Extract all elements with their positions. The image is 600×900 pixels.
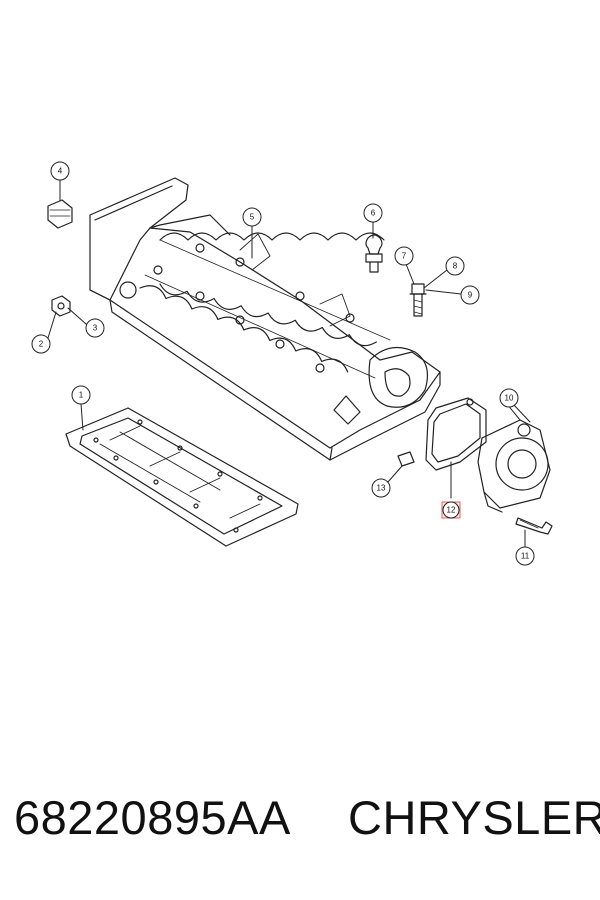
svg-text:6: 6 [371, 209, 376, 218]
callout-13: 13 [371, 478, 391, 498]
callout-10: 10 [499, 388, 519, 408]
callout-6: 6 [363, 203, 383, 223]
callout-1: 1 [71, 385, 91, 405]
callout-5: 5 [242, 207, 262, 227]
callout-9: 9 [460, 285, 480, 305]
svg-text:1: 1 [79, 391, 84, 400]
callout-12: 12 [441, 501, 461, 519]
pump-bolt [515, 517, 553, 535]
svg-text:12: 12 [447, 506, 456, 515]
svg-text:2: 2 [39, 340, 44, 349]
svg-text:3: 3 [93, 324, 98, 333]
callout-7: 7 [394, 246, 414, 266]
brand-name: CHRYSLER [348, 791, 600, 844]
svg-text:11: 11 [521, 552, 530, 561]
leader-lines [47, 179, 531, 547]
pump-gasket [425, 397, 487, 471]
callouts: 4 5 6 7 8 9 2 3 1 10 13 12 11 [31, 161, 535, 566]
cap-part [47, 199, 73, 229]
callout-11: 11 [515, 546, 535, 566]
fitting-part [51, 295, 71, 317]
sensor-part [365, 234, 383, 273]
svg-text:4: 4 [58, 167, 63, 176]
bolt-washer-part [409, 283, 427, 317]
parts-diagram: 4 5 6 7 8 9 2 3 1 10 13 12 11 [31, 161, 553, 566]
footer: 68220895AA CHRYSLER [0, 790, 600, 870]
svg-text:5: 5 [250, 213, 255, 222]
callout-3: 3 [85, 318, 105, 338]
svg-text:8: 8 [453, 262, 458, 271]
valve-cover-gasket [65, 407, 299, 547]
dowel-pin [397, 451, 415, 467]
svg-text:9: 9 [468, 291, 473, 300]
callout-2: 2 [31, 334, 51, 354]
svg-text:13: 13 [377, 484, 386, 493]
callout-8: 8 [445, 256, 465, 276]
part-number: 68220895AA [14, 791, 291, 844]
vacuum-pump [477, 419, 551, 513]
svg-text:7: 7 [402, 252, 407, 261]
callout-4: 4 [50, 161, 70, 181]
camshaft-housing [89, 177, 441, 461]
svg-text:10: 10 [505, 394, 514, 403]
